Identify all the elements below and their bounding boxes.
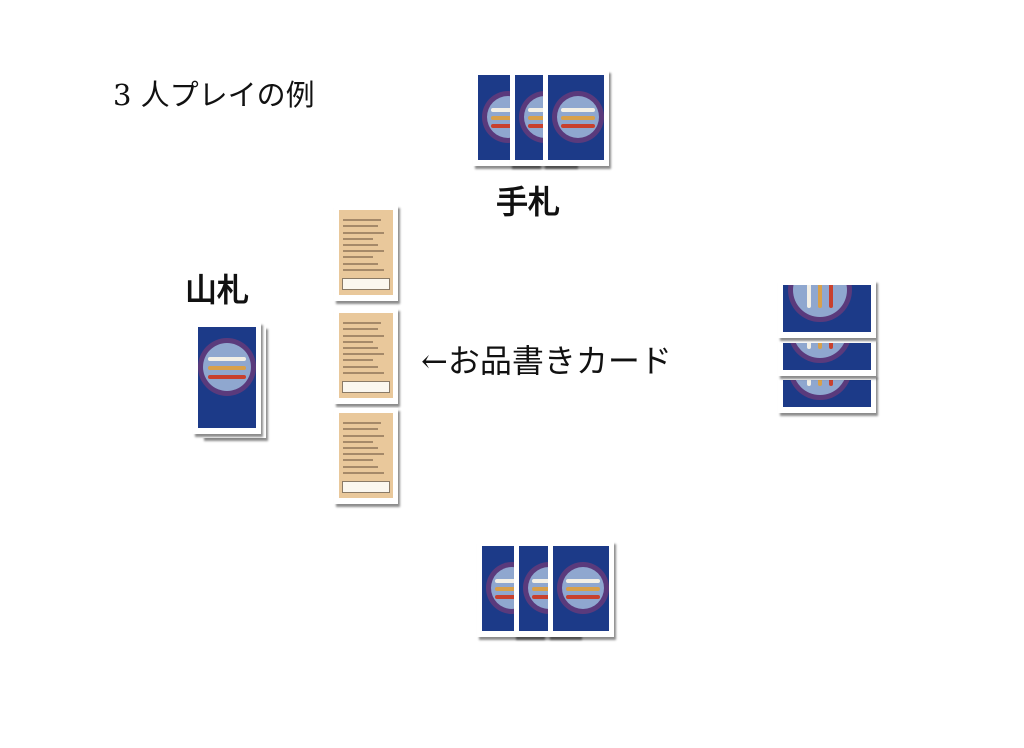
card-back-icon bbox=[783, 380, 871, 407]
card-back-icon bbox=[783, 343, 871, 370]
card-back-icon bbox=[198, 327, 256, 428]
menu-card[interactable] bbox=[334, 205, 398, 301]
card-back-icon bbox=[783, 285, 871, 332]
deck-top-card[interactable] bbox=[193, 322, 261, 434]
deck-label: 山札 bbox=[185, 271, 250, 309]
menu-card-label: ←お品書きカード bbox=[421, 342, 672, 380]
menu-card[interactable] bbox=[334, 308, 398, 404]
menu-card-icon bbox=[339, 210, 393, 295]
right-hand-card[interactable] bbox=[778, 375, 876, 413]
card-back-icon bbox=[553, 546, 609, 631]
hand-label: 手札 bbox=[496, 183, 561, 221]
top-hand-card[interactable] bbox=[543, 70, 609, 166]
menu-card[interactable] bbox=[334, 408, 398, 504]
right-hand-card[interactable] bbox=[778, 280, 876, 338]
page-title: 3 人プレイの例 bbox=[113, 78, 315, 112]
bottom-hand-card[interactable] bbox=[548, 541, 614, 637]
right-hand-card[interactable] bbox=[778, 338, 876, 376]
menu-card-icon bbox=[339, 313, 393, 398]
menu-card-icon bbox=[339, 413, 393, 498]
card-back-icon bbox=[548, 75, 604, 160]
